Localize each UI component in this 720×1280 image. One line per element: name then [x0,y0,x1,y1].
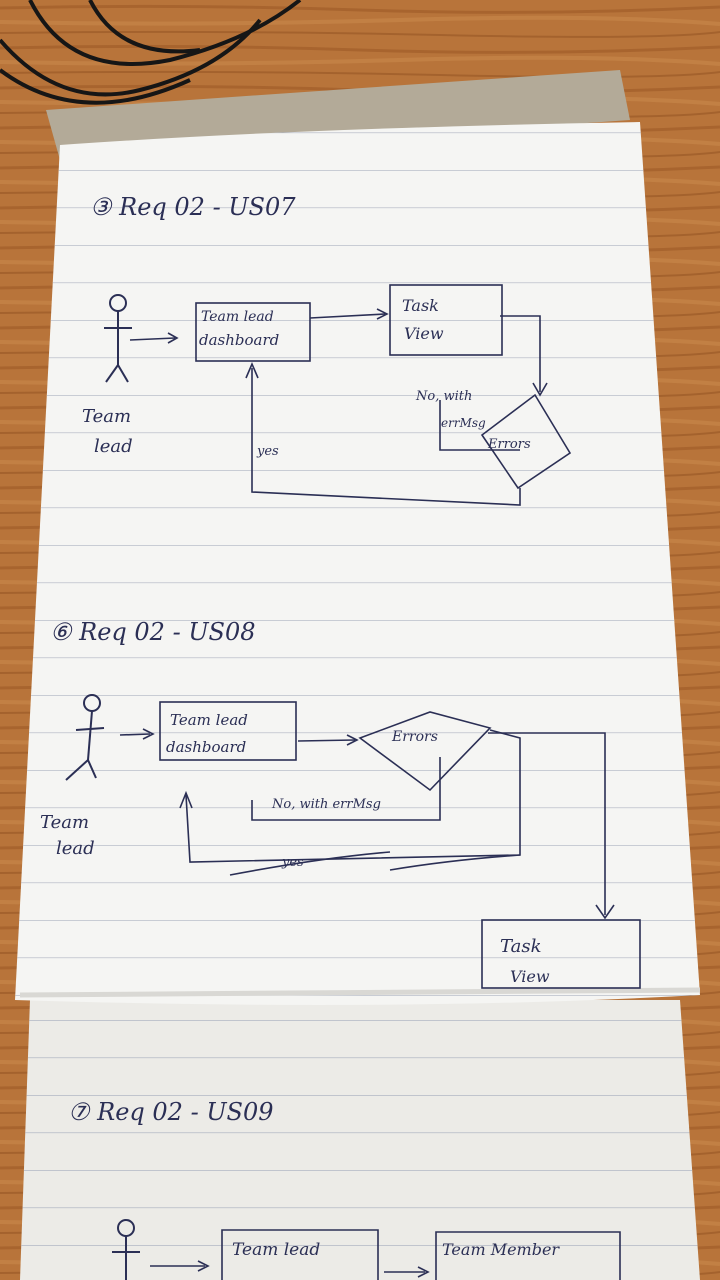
dashboard-box: Team lead dashboard [195,302,311,362]
cable [0,0,302,105]
actor-label: Team [40,812,89,833]
stick-figure-icon [112,1219,140,1280]
svg-text:Task: Task [500,936,541,957]
svg-text:Team lead: Team lead [232,1240,320,1260]
actor-label: lead [94,436,133,457]
svg-text:dashboard: dashboard [199,331,279,349]
stick-figure-icon [104,294,132,383]
section-heading: ⑦ Req 02 - US09 [68,1098,274,1126]
team-member-box: Team Member [435,1231,621,1280]
svg-text:View: View [404,324,444,343]
stick-figure-icon [65,694,105,781]
edge-label: yes [281,855,304,870]
svg-text:Team lead: Team lead [201,309,274,325]
edge-label: yes [256,444,279,459]
svg-text:Errors: Errors [391,729,438,745]
section-heading: ⑥ Req 02 - US08 [50,618,256,646]
edge-label: errMsg [441,416,486,430]
svg-text:Team lead: Team lead [170,711,248,729]
flow-arrows [119,728,615,920]
flow-arrows [129,308,548,506]
svg-text:View: View [510,967,550,986]
flow-arrows [150,1260,430,1278]
decision-diamond: Errors [480,393,572,490]
actor-label: Team [82,406,131,427]
svg-text:Errors: Errors [487,437,531,452]
section-heading: ③ Req 02 - US07 [90,193,296,221]
svg-text:Task: Task [402,296,439,315]
task-view-box: Task View [389,284,503,356]
svg-text:dashboard: dashboard [166,738,246,756]
dashboard-box: Team lead dashboard [159,701,297,761]
actor-label: lead [56,838,95,859]
team-lead-box: Team lead [221,1229,379,1280]
svg-text:Team Member: Team Member [442,1240,560,1259]
decision-diamond: Errors [358,711,492,792]
task-view-box: Task View [481,919,641,989]
edge-label: No, with [415,389,472,404]
edge-label: No, with errMsg [271,797,381,812]
